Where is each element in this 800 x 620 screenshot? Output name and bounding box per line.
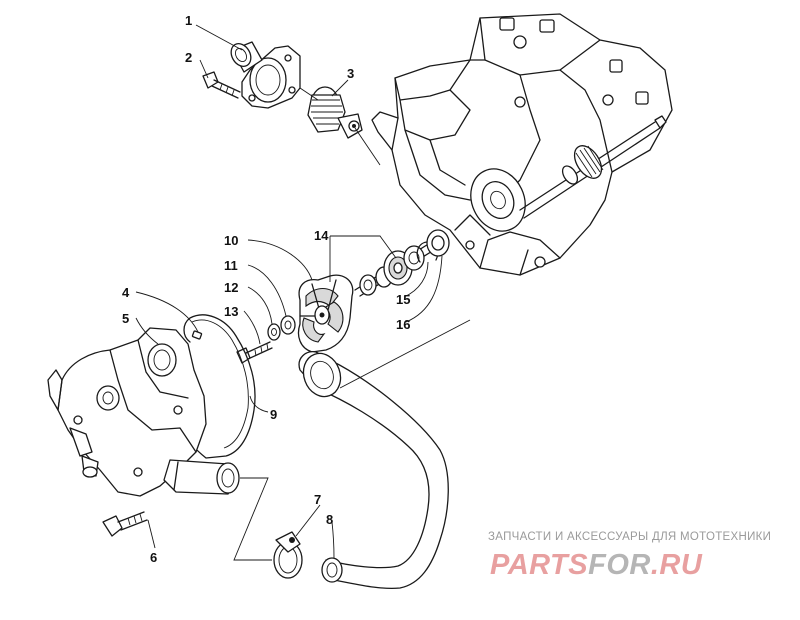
watermark-brand-part2: FOR — [588, 549, 651, 581]
callout-5: 5 — [122, 311, 129, 326]
callout-13: 13 — [224, 304, 238, 319]
watermark-brand-part1: PARTS — [490, 549, 588, 581]
part-8-coolant-hose — [298, 351, 449, 590]
part-5-water-pump-cover — [47, 327, 240, 497]
part-1-thermostat-housing — [230, 41, 301, 109]
engine-crankcase — [371, 13, 673, 276]
callout-15: 15 — [396, 292, 410, 307]
part-3-thermostat — [307, 86, 363, 139]
shaft-seal-small — [359, 274, 377, 296]
callout-16: 16 — [396, 317, 410, 332]
part-10-impeller — [297, 274, 354, 353]
callout-3: 3 — [347, 66, 354, 81]
callout-14: 14 — [314, 228, 329, 243]
callout-4: 4 — [122, 285, 130, 300]
callout-11: 11 — [224, 258, 238, 273]
watermark: ЗАПЧАСТИ И АКСЕССУАРЫ ДЛЯ МОТОТЕХНИКИ PA… — [488, 531, 771, 581]
watermark-tagline: ЗАПЧАСТИ И АКСЕССУАРЫ ДЛЯ МОТОТЕХНИКИ — [488, 531, 771, 543]
watermark-brand-logo: PARTSFOR.RU — [490, 549, 703, 581]
shaft-bearing — [375, 245, 425, 288]
callout-12: 12 — [224, 280, 238, 295]
part-16-oil-seal — [426, 229, 450, 257]
leader-lines — [135, 24, 443, 559]
part-12-washer — [267, 323, 281, 341]
part-7-hose-clamp — [273, 531, 303, 579]
part-11-washer — [280, 315, 296, 335]
watermark-brand-part3: .RU — [651, 549, 703, 581]
part-13-bolt — [236, 341, 273, 364]
callout-7: 7 — [314, 492, 321, 507]
callout-10: 10 — [224, 233, 238, 248]
part-9-gasket — [179, 314, 256, 459]
part-6-bolt — [102, 511, 148, 537]
callout-2: 2 — [185, 50, 192, 65]
callout-6: 6 — [150, 550, 157, 565]
part-4-dowel-pin — [191, 330, 203, 340]
callout-9: 9 — [270, 407, 277, 422]
callout-labels: 1 2 3 4 5 6 7 8 9 10 11 12 13 14 15 16 — [122, 13, 410, 565]
callout-1: 1 — [185, 13, 192, 28]
part-2-bolt — [202, 71, 241, 99]
callout-8: 8 — [326, 512, 333, 527]
assembly-lines — [233, 87, 471, 561]
